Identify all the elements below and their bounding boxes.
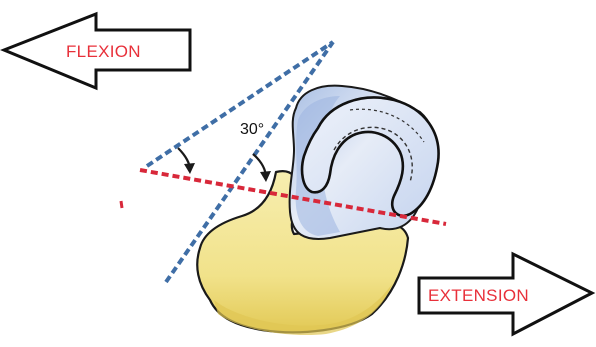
extension-arrow: EXTENSION	[419, 254, 592, 334]
angle-arrow-left	[178, 148, 195, 174]
flexion-arrow: FLEXION	[4, 14, 190, 88]
extension-label: EXTENSION	[428, 286, 529, 305]
flexion-label: FLEXION	[66, 42, 141, 61]
arrowhead-down-icon	[184, 163, 195, 174]
angle-arrow-right	[253, 154, 271, 182]
bone-illustration	[197, 86, 438, 335]
angle-label: 30°	[240, 121, 264, 138]
red-tick-left	[121, 201, 122, 208]
arrowhead-down-icon	[260, 171, 271, 182]
